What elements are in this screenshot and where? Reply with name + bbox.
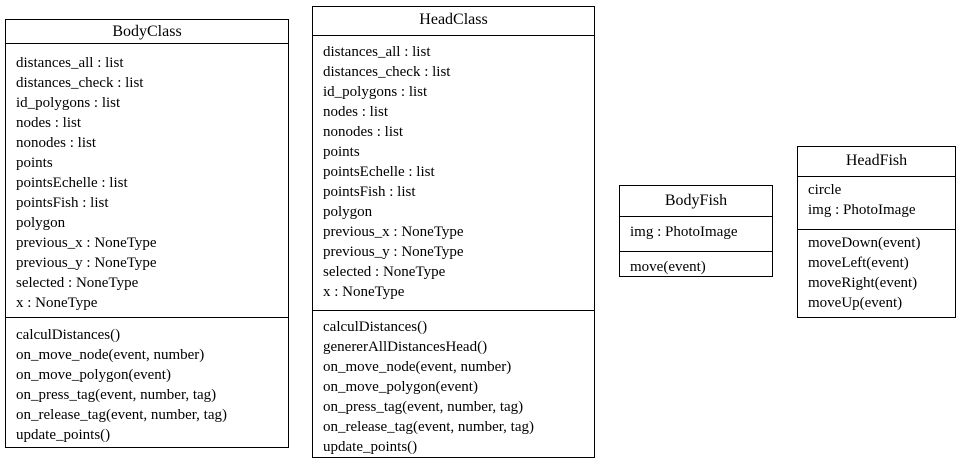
method: on_press_tag(event, number, tag) (16, 387, 217, 403)
attribute: selected : NoneType (323, 264, 446, 280)
attribute: distances_all : list (323, 44, 431, 60)
attribute: previous_y : NoneType (323, 244, 464, 260)
methods-section: calculDistances() genererAllDistancesHea… (313, 311, 594, 457)
method: update_points() (323, 439, 418, 455)
method: on_move_polygon(event) (16, 367, 171, 383)
methods-section: move(event) (620, 252, 772, 277)
method: moveLeft(event) (808, 255, 909, 271)
class-name: HeadFish (798, 147, 955, 177)
class-name: BodyFish (620, 186, 772, 217)
attribute: previous_x : NoneType (323, 224, 464, 240)
attribute: pointsFish : list (16, 195, 109, 211)
attribute: circle (808, 182, 842, 198)
attribute: pointsEchelle : list (323, 164, 435, 180)
attribute: id_polygons : list (323, 84, 428, 100)
class-box-headclass: HeadClass distances_all : list distances… (312, 6, 595, 458)
attribute: points (323, 144, 360, 160)
attributes-section: circle img : PhotoImage (798, 177, 955, 230)
attribute: pointsEchelle : list (16, 175, 128, 191)
method: moveUp(event) (808, 295, 903, 311)
method: on_release_tag(event, number, tag) (16, 407, 227, 423)
class-name: BodyClass (6, 20, 288, 44)
method: move(event) (630, 259, 706, 275)
class-box-headfish: HeadFish circle img : PhotoImage moveDow… (797, 146, 956, 318)
method: on_move_polygon(event) (323, 379, 478, 395)
attribute: selected : NoneType (16, 275, 139, 291)
attribute: x : NoneType (323, 284, 405, 300)
methods-section: moveDown(event) moveLeft(event) moveRigh… (798, 230, 955, 313)
attribute: pointsFish : list (323, 184, 416, 200)
attribute: distances_check : list (323, 64, 451, 80)
attribute: id_polygons : list (16, 95, 121, 111)
attribute: polygon (323, 204, 373, 220)
attribute: nodes : list (323, 104, 389, 120)
class-name: HeadClass (313, 7, 594, 36)
attribute: img : PhotoImage (630, 224, 738, 240)
class-box-bodyclass: BodyClass distances_all : list distances… (5, 19, 289, 448)
attribute: points (16, 155, 53, 171)
attributes-section: distances_all : list distances_check : l… (313, 36, 594, 311)
attribute: distances_check : list (16, 75, 144, 91)
method: moveRight(event) (808, 275, 918, 291)
method: on_move_node(event, number) (323, 359, 512, 375)
attribute: previous_y : NoneType (16, 255, 157, 271)
method: moveDown(event) (808, 235, 921, 251)
attribute: nonodes : list (16, 135, 97, 151)
class-box-bodyfish: BodyFish img : PhotoImage move(event) (619, 185, 773, 277)
attribute: polygon (16, 215, 66, 231)
method: calculDistances() (16, 327, 121, 343)
attribute: nodes : list (16, 115, 82, 131)
attribute: previous_x : NoneType (16, 235, 157, 251)
attribute: distances_all : list (16, 55, 124, 71)
attribute: x : NoneType (16, 295, 98, 311)
methods-section: calculDistances() on_move_node(event, nu… (6, 318, 288, 445)
method: on_move_node(event, number) (16, 347, 205, 363)
method: calculDistances() (323, 319, 428, 335)
attribute: nonodes : list (323, 124, 404, 140)
method: genererAllDistancesHead() (323, 339, 488, 355)
method: on_release_tag(event, number, tag) (323, 419, 534, 435)
method: on_press_tag(event, number, tag) (323, 399, 524, 415)
attributes-section: distances_all : list distances_check : l… (6, 44, 288, 318)
attribute: img : PhotoImage (808, 202, 916, 218)
method: update_points() (16, 427, 111, 443)
attributes-section: img : PhotoImage (620, 217, 772, 252)
